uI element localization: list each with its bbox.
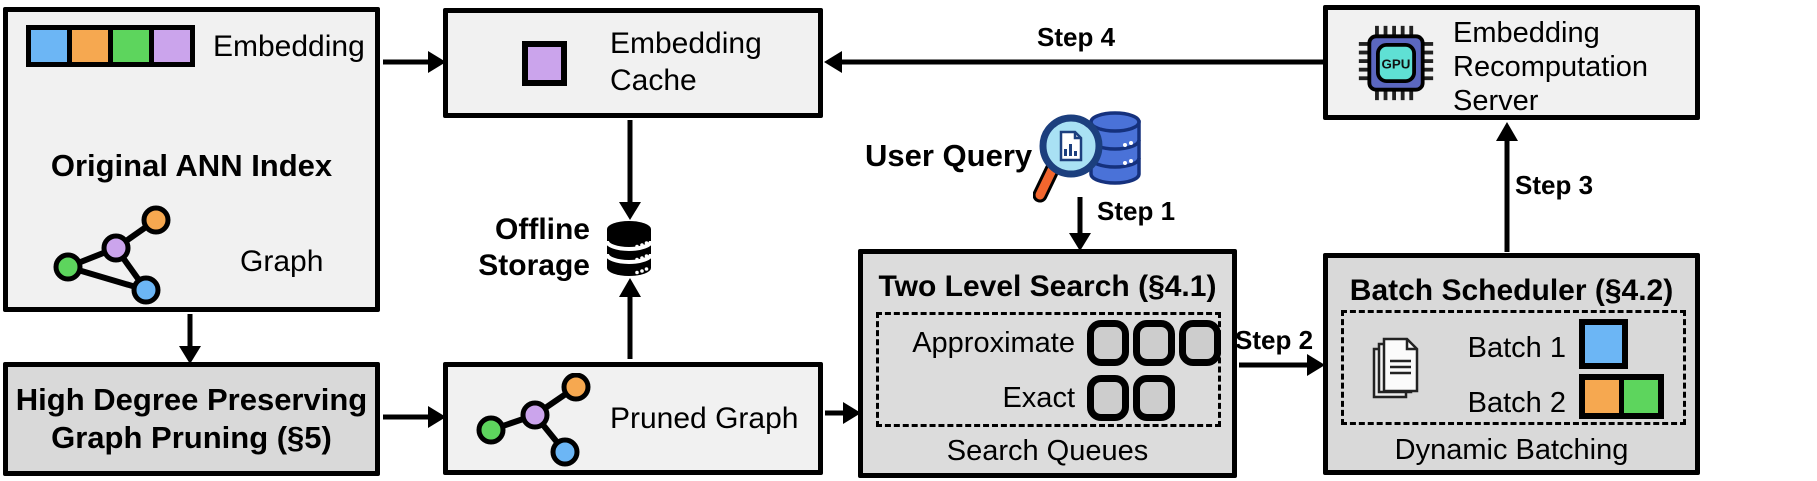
step3-label: Step 3: [1515, 170, 1594, 200]
two-level-search-box: Two Level Search (§4.1) Approximate Exac…: [858, 249, 1237, 478]
embedding-label: Embedding: [213, 30, 365, 63]
exact-queue-slots: [1087, 375, 1175, 421]
magnifier-database-icon: [1033, 111, 1141, 203]
offline-storage-label: Offline Storage: [478, 213, 590, 282]
batch2-squares: [1579, 374, 1664, 419]
embedding-vector-icon: [26, 25, 195, 67]
dynamic-batching-panel: Batch 1 Batch 2: [1341, 310, 1686, 425]
batch1-square-blue: [1579, 319, 1628, 369]
queue-slot: [1087, 375, 1129, 421]
two-level-search-title: Two Level Search (§4.1): [878, 270, 1217, 303]
dynamic-batching-caption: Dynamic Batching: [1394, 434, 1629, 466]
exact-queue-row: Exact: [883, 372, 1175, 424]
search-queues-caption: Search Queues: [946, 435, 1149, 467]
batch-scheduler-box: Batch Scheduler (§4.2) Batch 1 Batch 2 D…: [1323, 253, 1700, 475]
approximate-queue-slots: [1087, 320, 1221, 366]
embedding-cell-blue: [31, 30, 67, 62]
high-degree-pruning-line2: Graph Pruning (§5): [51, 420, 332, 455]
batch2-square-orange: [1585, 380, 1619, 413]
user-query-label: User Query: [865, 138, 1033, 173]
pruned-graph-icon: [476, 373, 591, 467]
document-stack-icon: [1372, 337, 1419, 399]
high-degree-pruning-line1: High Degree Preserving: [15, 382, 368, 417]
graph-label: Graph: [240, 245, 324, 278]
graph-icon: [53, 205, 171, 305]
search-queues-panel: Approximate Exact: [876, 312, 1221, 427]
gpu-chip-label: GPU: [1382, 57, 1411, 72]
step4-label: Step 4: [1037, 22, 1116, 52]
exact-label: Exact: [1002, 381, 1075, 414]
recomputation-server-box: GPU Embedding Recomputation Server: [1323, 5, 1700, 120]
approximate-queue-row: Approximate: [883, 317, 1221, 369]
step1-label: Step 1: [1097, 196, 1176, 226]
approximate-label: Approximate: [912, 326, 1075, 359]
embedding-cache-label: Embedding Cache: [610, 27, 762, 97]
queue-slot: [1133, 375, 1175, 421]
queue-slot: [1179, 320, 1221, 366]
pruned-graph-box: Pruned Graph: [443, 362, 823, 475]
batch1-label: Batch 1: [1467, 332, 1566, 364]
recomputation-server-label: Embedding Recomputation Server: [1453, 17, 1649, 117]
queue-slot: [1133, 320, 1175, 366]
batch2-label: Batch 2: [1467, 387, 1566, 419]
batch2-square-green: [1624, 380, 1658, 413]
cached-embedding-icon: [522, 41, 567, 86]
step2-label: Step 2: [1235, 325, 1314, 355]
embedding-cell-purple: [154, 30, 190, 62]
ann-index-title: Original ANN Index: [50, 148, 333, 183]
embedding-cell-green: [113, 30, 149, 62]
database-icon: [605, 221, 653, 276]
embedding-cache-box: Embedding Cache: [443, 8, 823, 118]
batch-scheduler-title: Batch Scheduler (§4.2): [1349, 274, 1674, 307]
original-ann-index-box: Embedding Original ANN Index Graph: [3, 7, 380, 312]
gpu-chip-icon: GPU: [1358, 25, 1434, 101]
pruned-graph-label: Pruned Graph: [610, 402, 799, 435]
high-degree-pruning-box: High Degree Preserving Graph Pruning (§5…: [3, 362, 380, 476]
embedding-cell-orange: [72, 30, 108, 62]
queue-slot: [1087, 320, 1129, 366]
